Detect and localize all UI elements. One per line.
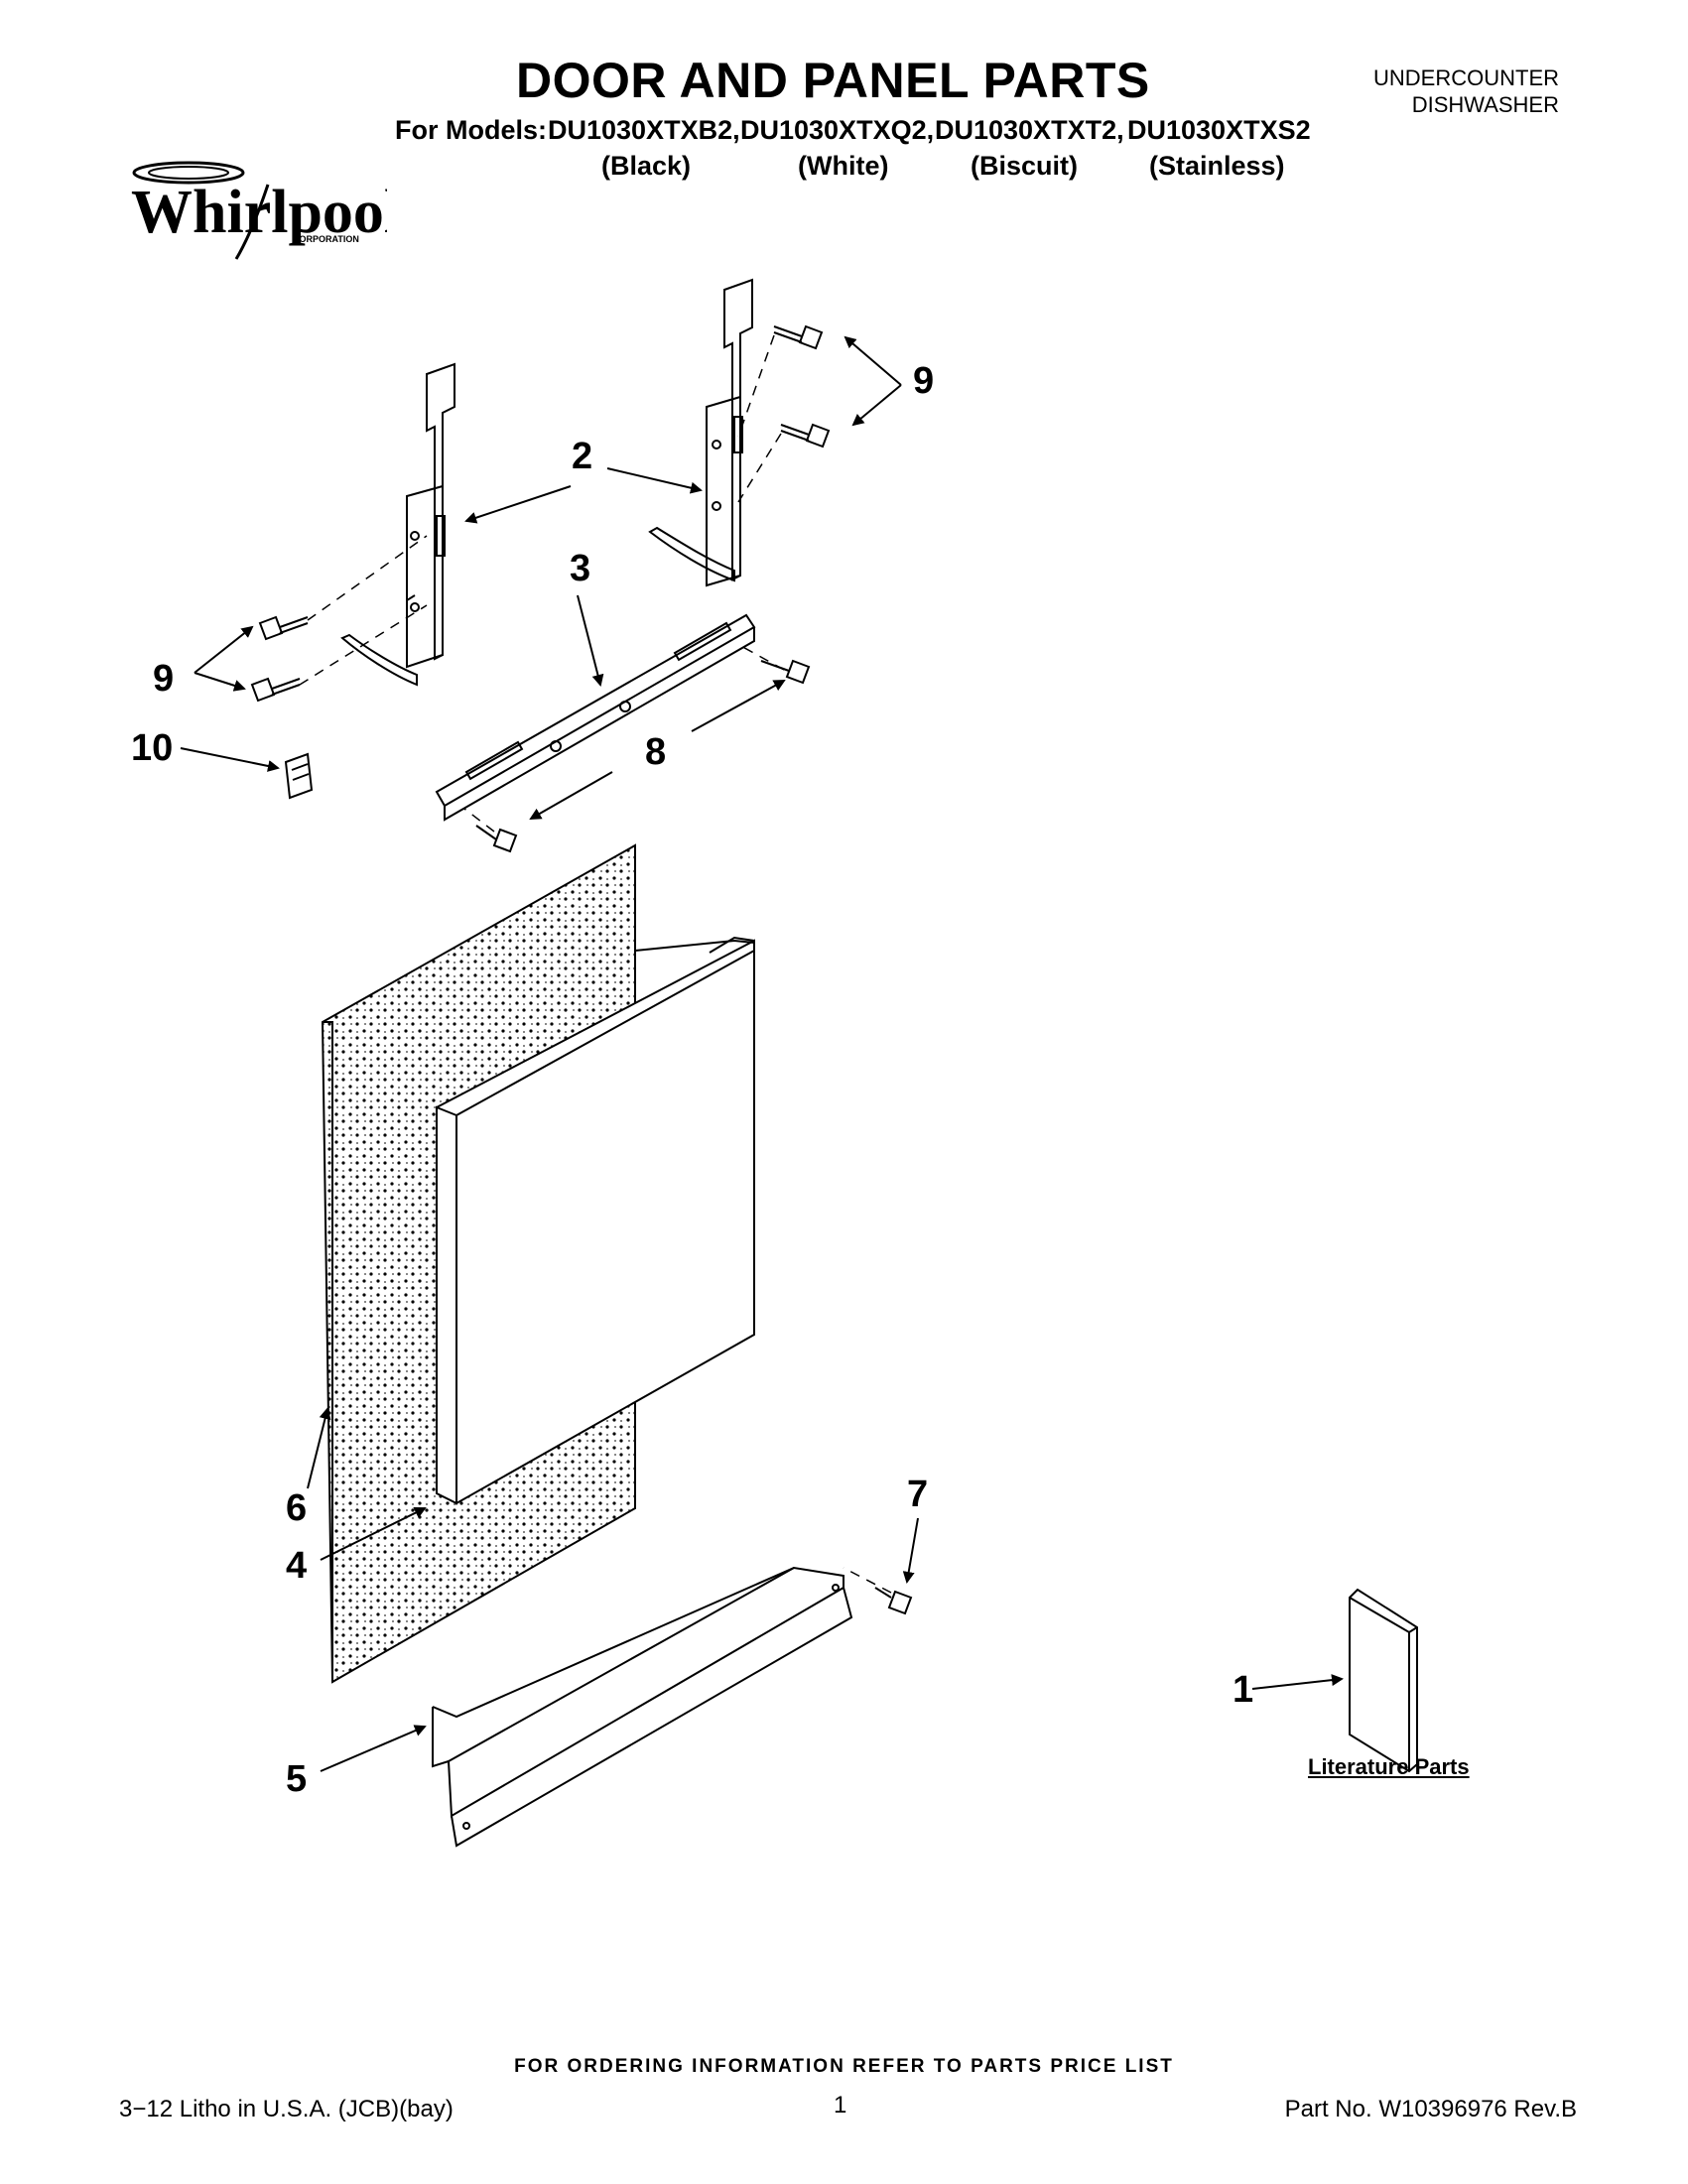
right-hinge-bracket (648, 278, 753, 587)
product-type-line1: UNDERCOUNTER (1373, 65, 1559, 90)
models-prefix: For Models: (395, 115, 547, 145)
hinge-screws (250, 324, 913, 1615)
callout-3: 3 (570, 548, 590, 589)
callout-1: 1 (1233, 1669, 1253, 1711)
callout-9-right: 9 (913, 360, 934, 402)
ordering-note: FOR ORDERING INFORMATION REFER TO PARTS … (514, 2056, 1174, 2077)
model-color: (Black) (601, 151, 692, 181)
callout-9-left: 9 (153, 658, 174, 700)
part-number: Part No. W10396976 Rev.B (1284, 2096, 1577, 2122)
callout-2: 2 (572, 436, 592, 477)
door-bumper (284, 752, 314, 800)
callout-8: 8 (645, 731, 666, 773)
logo-corporation: CORPORATION (293, 234, 359, 244)
model-number: DU1030XTXS2 (1127, 115, 1311, 145)
page-title: DOOR AND PANEL PARTS (516, 53, 1150, 108)
callout-10: 10 (131, 727, 173, 769)
page-number: 1 (834, 2092, 847, 2119)
model-number: DU1030XTXB2, (548, 115, 740, 145)
model-color: (Stainless) (1149, 151, 1285, 181)
literature-parts-label: Literature Parts (1308, 1754, 1470, 1779)
model-number: DU1030XTXQ2, (740, 115, 935, 145)
door-cross-bracket (435, 613, 756, 822)
callout-5: 5 (286, 1758, 307, 1800)
model-number: DU1030XTXT2, (935, 115, 1124, 145)
callout-7: 7 (907, 1474, 928, 1515)
outer-door-panel (435, 936, 755, 1505)
callout-4: 4 (286, 1545, 307, 1587)
litho-info: 3−12 Litho in U.S.A. (JCB)(bay) (119, 2096, 454, 2122)
model-color: (Biscuit) (971, 151, 1078, 181)
callout-6: 6 (286, 1487, 307, 1529)
literature-book (1349, 1588, 1418, 1773)
left-hinge-bracket (340, 362, 455, 687)
model-color: (White) (798, 151, 889, 181)
product-type-line2: DISHWASHER (1411, 92, 1559, 117)
toe-kick-panel (432, 1566, 853, 1848)
whirlpool-logo: Whirlpool CORPORATION (131, 161, 387, 260)
